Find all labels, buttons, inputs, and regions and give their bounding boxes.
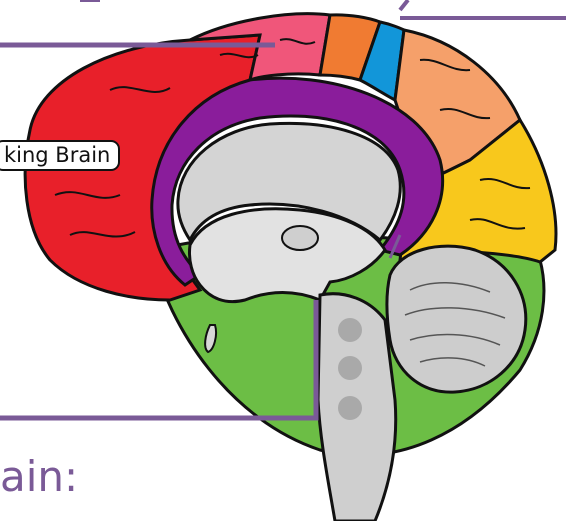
brainstem-nucleus-2 [338,356,362,380]
brainstem-nucleus-3 [338,396,362,420]
pointer-line-diagonal [400,0,408,10]
caption-fragment: ain: [0,452,140,502]
cerebellum [387,246,526,392]
brainstem-nucleus-1 [338,318,362,342]
thinking-brain-label: king Brain [0,140,120,171]
thalamus [282,226,318,250]
